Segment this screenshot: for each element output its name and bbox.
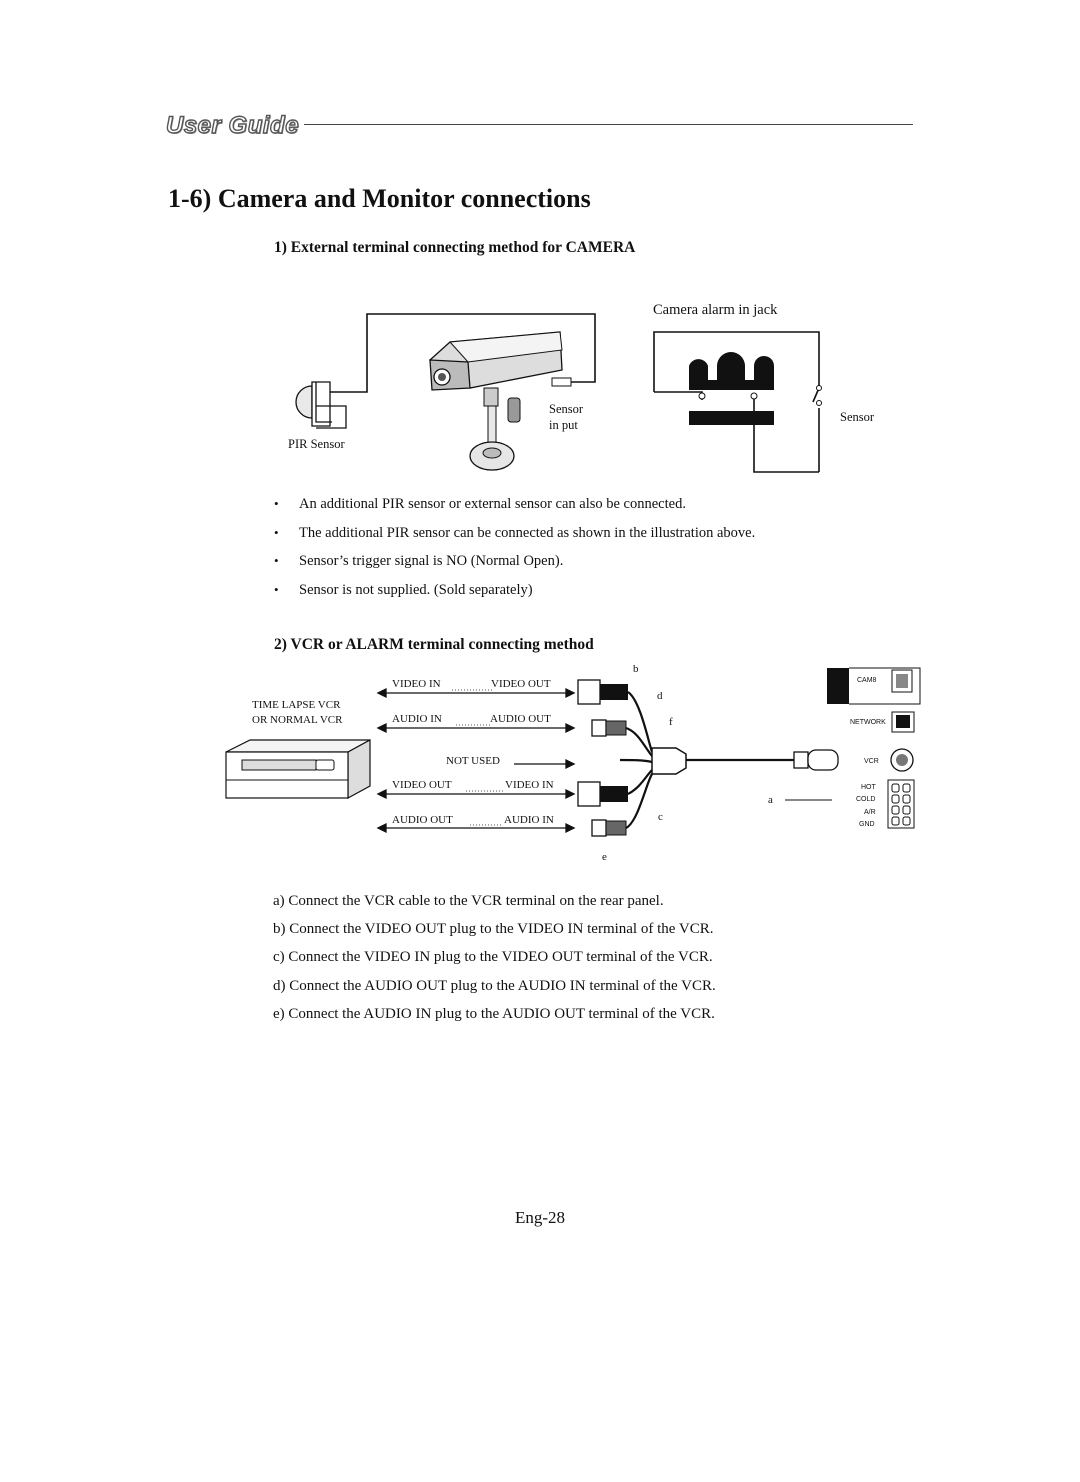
gnd-label: GND [859,821,875,828]
instruction-steps: a) Connect the VCR cable to the VCR term… [273,890,716,1031]
rear-panel-icon [827,667,921,829]
network-label: NETWORK [850,719,886,726]
section-title: 1-6) Camera and Monitor connections [168,184,591,213]
pir-sensor-label: PIR Sensor [288,437,345,451]
list-item: e) Connect the AUDIO IN plug to the AUDI… [273,1005,715,1022]
list-item: d) Connect the AUDIO OUT plug to the AUD… [273,977,716,994]
subsection-title-camera: 1) External terminal connecting method f… [274,239,636,256]
row5-left-label: AUDIO OUT [392,814,453,826]
vcr-deck-icon [225,738,371,800]
bullet-text: The additional PIR sensor can be connect… [299,524,756,541]
row4-left-label: VIDEO OUT [392,779,452,791]
user-guide-logo: User Guide [165,111,300,139]
list-item: • Sensor is not supplied. (Sold separatel… [274,580,755,609]
row5-right-label: AUDIO IN [504,814,554,826]
bullet-text: Sensor’s trigger signal is NO (Normal Op… [299,553,564,569]
bullet-list: • An additional PIR sensor or external se… [274,494,755,608]
row1-right-label: VIDEO OUT [491,678,551,690]
list-item: • An additional PIR sensor or external se… [274,494,755,523]
page-number: Eng-28 [514,1208,566,1227]
bullet-dot: • [274,524,279,540]
camera-alarm-jack-label: Camera alarm in jack [653,302,778,318]
letter-d: d [657,690,663,702]
sensor-input-label-2: in put [549,418,578,432]
list-item: b) Connect the VIDEO OUT plug to the VID… [273,921,714,938]
letter-f: f [669,716,673,728]
subsection-title-vcr: 2) VCR or ALARM terminal connecting meth… [274,636,594,653]
sensor-label: Sensor [840,410,875,424]
row1-left-label: VIDEO IN [392,678,441,690]
pir-sensor-icon [295,381,347,429]
alarm-jack-icon [653,331,822,473]
row3-right-label: NOT USED [446,755,500,767]
letter-a: a [768,794,773,806]
list-item: • Sensor’s trigger signal is NO (Normal O… [274,551,755,580]
row2-right-label: AUDIO OUT [490,713,551,725]
ar-label: A/R [864,809,876,816]
bullet-dot: • [274,581,279,597]
list-item: c) Connect the VIDEO IN plug to the VIDE… [273,949,713,966]
list-item: a) Connect the VCR cable to the VCR term… [273,893,664,909]
vcr-label: VCR [864,758,879,765]
bnc-plug-icon [577,679,628,807]
row4-right-label: VIDEO IN [505,779,554,791]
letter-e: e [602,851,607,863]
rca-plug-icon [591,719,627,837]
camera-icon [428,331,572,471]
row2-left-label: AUDIO IN [392,713,442,725]
letter-b: b [633,663,639,675]
vcr-type-label-1: TIME LAPSE VCR [252,699,341,711]
header-rule [304,124,913,125]
hot-label: HOT [861,784,876,791]
bullet-dot: • [274,553,279,568]
list-item: • The additional PIR sensor can be connec… [274,523,755,552]
camera-sensor-diagram [295,313,822,473]
letter-c: c [658,811,663,823]
cold-label: COLD [856,796,876,803]
cam8-label: CAM8 [857,677,877,684]
vcr-wiring-diagram [225,667,921,837]
bullet-text: An additional PIR sensor or external sen… [299,496,686,512]
vcr-type-label-2: OR NORMAL VCR [252,714,343,726]
bullet-dot: • [274,496,279,511]
sensor-input-label-1: Sensor [549,402,584,416]
bullet-text: Sensor is not supplied. (Sold separately… [299,581,533,598]
